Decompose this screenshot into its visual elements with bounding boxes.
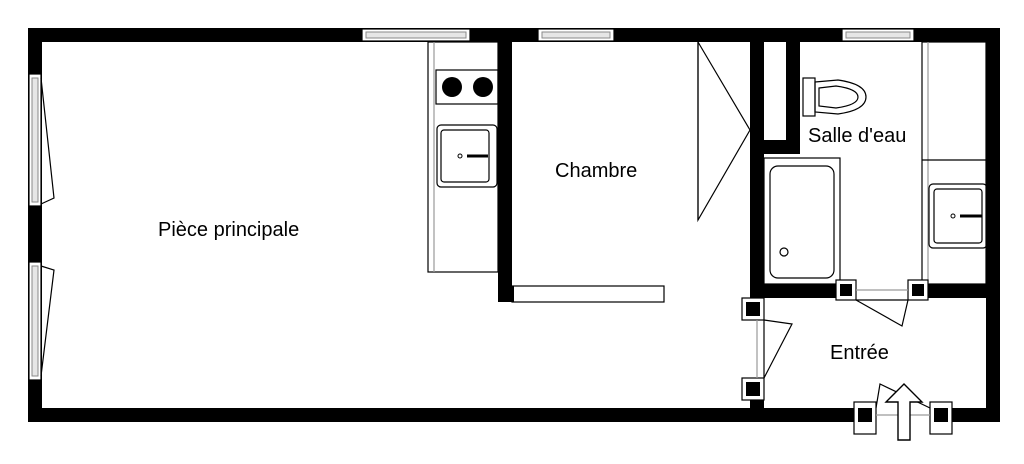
- window-top-3: [841, 28, 915, 42]
- room-label-entree: Entrée: [830, 342, 889, 364]
- room-label-piece-principale: Pièce principale: [158, 219, 299, 241]
- toilet-icon: [802, 77, 867, 117]
- kitchen-sink-icon: [436, 124, 498, 188]
- bathtub-icon: [763, 157, 841, 285]
- door-salle-deau: [835, 279, 929, 327]
- window-top-2: [537, 28, 615, 42]
- door-entree-front: [853, 383, 953, 435]
- interior-walls: [498, 42, 1000, 422]
- entry-arrow-icon: [884, 383, 924, 441]
- room-label-salle-deau: Salle d'eau: [808, 125, 906, 147]
- wardrobe: [697, 41, 751, 223]
- windows: [28, 28, 915, 381]
- window-left-1: [28, 73, 55, 207]
- window-top-1: [361, 28, 471, 42]
- bathroom-sink-icon: [928, 183, 988, 249]
- room-label-chambre: Chambre: [555, 160, 637, 182]
- bathroom-counter: [921, 41, 988, 285]
- stove-icon: [435, 69, 499, 105]
- window-left-2: [28, 261, 55, 381]
- kitchen-counter: [427, 41, 499, 273]
- door-entree-left: [741, 297, 793, 401]
